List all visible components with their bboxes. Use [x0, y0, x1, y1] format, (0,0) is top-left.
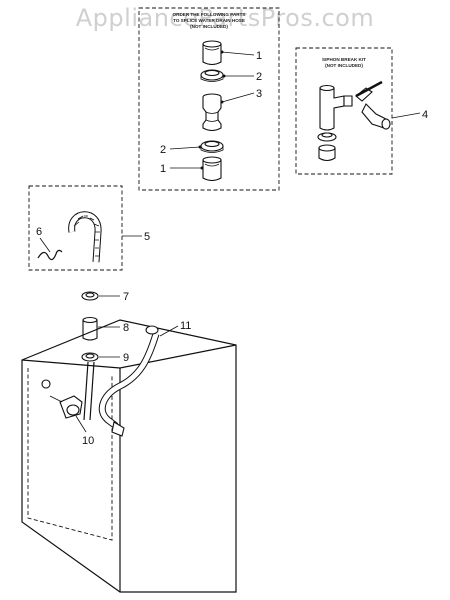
callout-leaders-box1: [169, 50, 255, 170]
splice-box-subtitle: TO SPLICE WATER DRAIN HOSE: [173, 18, 245, 23]
siphon-rod: [355, 80, 383, 98]
callout-leader-11: [159, 325, 179, 337]
splice-box-title: ORDER THE FOLLOWING PARTS: [173, 12, 246, 17]
siphon-cap: [318, 144, 336, 162]
hose-coupling-top: [202, 40, 222, 66]
callout-1-top: 1: [256, 50, 262, 62]
callout-7: 7: [123, 291, 129, 303]
drain-fitting-10: [49, 395, 83, 419]
drain-hose-box: [28, 185, 123, 271]
callout-8: 8: [123, 322, 129, 334]
siphon-clamp: [317, 132, 337, 142]
siphon-break-kit-box: SIPHON BREAK KIT (NOT INCLUDED): [295, 47, 393, 175]
siphon-connector-tube: [355, 87, 391, 130]
siphon-box-title: SIPHON BREAK KIT: [322, 57, 366, 62]
hose-connector: [202, 93, 222, 132]
drain-adapter-8: [82, 316, 98, 341]
hose-coupling-bottom: [202, 156, 222, 182]
hose-clip-wire: [37, 249, 63, 261]
washer-cabinet: [21, 319, 237, 593]
drain-hose-bend: [68, 211, 102, 263]
callout-leader-10: [75, 415, 87, 433]
callout-3: 3: [256, 88, 262, 100]
hose-clamp-7: [81, 291, 99, 301]
callout-leader-4: [391, 112, 421, 119]
callout-5: 5: [144, 231, 150, 243]
callout-2-top: 2: [256, 71, 262, 83]
siphon-tee-fitting: [319, 84, 353, 131]
callout-leader-6: [39, 237, 51, 253]
splice-parts-box: ORDER THE FOLLOWING PARTS TO SPLICE WATE…: [138, 7, 280, 191]
siphon-box-note: (NOT INCLUDED): [325, 63, 363, 68]
drain-hose-inside: [83, 361, 95, 421]
callout-10: 10: [82, 435, 94, 447]
callout-1-bottom: 1: [160, 163, 166, 175]
splice-box-note: (NOT INCLUDED): [190, 24, 228, 29]
hose-clamp-bottom: [200, 140, 224, 153]
hose-clamp-top: [200, 69, 224, 82]
callout-9: 9: [123, 352, 129, 364]
callout-11: 11: [180, 320, 191, 332]
hose-clamp-9: [81, 352, 99, 362]
drain-hose-11: [98, 325, 160, 437]
callout-6: 6: [36, 226, 42, 238]
callout-2-bottom: 2: [160, 144, 166, 156]
callout-4: 4: [422, 109, 428, 121]
